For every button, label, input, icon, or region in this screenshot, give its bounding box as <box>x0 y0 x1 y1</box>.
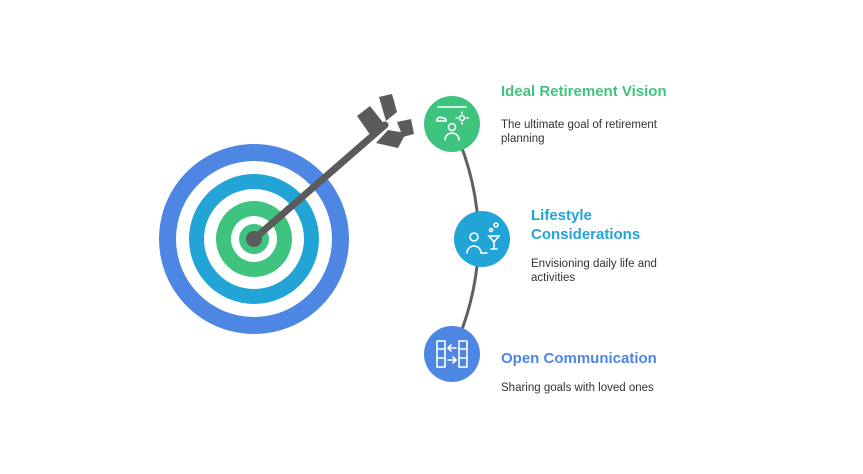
exchange-arrows-icon <box>436 340 468 368</box>
item-title: Open Communication <box>501 350 657 367</box>
item-circle-1 <box>424 96 480 152</box>
item-description: Envisioning daily life and activities <box>531 258 657 284</box>
arrow-tip <box>246 231 262 247</box>
item-description: Sharing goals with loved ones <box>501 382 654 394</box>
item-circle-2 <box>454 211 510 267</box>
item-circle-3 <box>424 326 480 382</box>
arrow <box>246 94 414 247</box>
item-title: Ideal Retirement Vision <box>501 83 667 100</box>
arrow-shaft <box>250 121 389 243</box>
arrow-fletching <box>357 94 414 148</box>
person-relaxing-with-drink-icon <box>466 222 501 254</box>
person-with-weather-icon <box>436 106 469 141</box>
item-description: The ultimate goal of retirement planning <box>501 119 657 145</box>
item-open-communication: Open Communication Sharing goals with lo… <box>501 349 701 395</box>
item-ideal-retirement-vision: Ideal Retirement Vision The ultimate goa… <box>501 82 701 146</box>
item-lifestyle-considerations: Lifestyle Considerations Envisioning dai… <box>531 206 691 285</box>
item-title: Lifestyle Considerations <box>531 207 641 243</box>
